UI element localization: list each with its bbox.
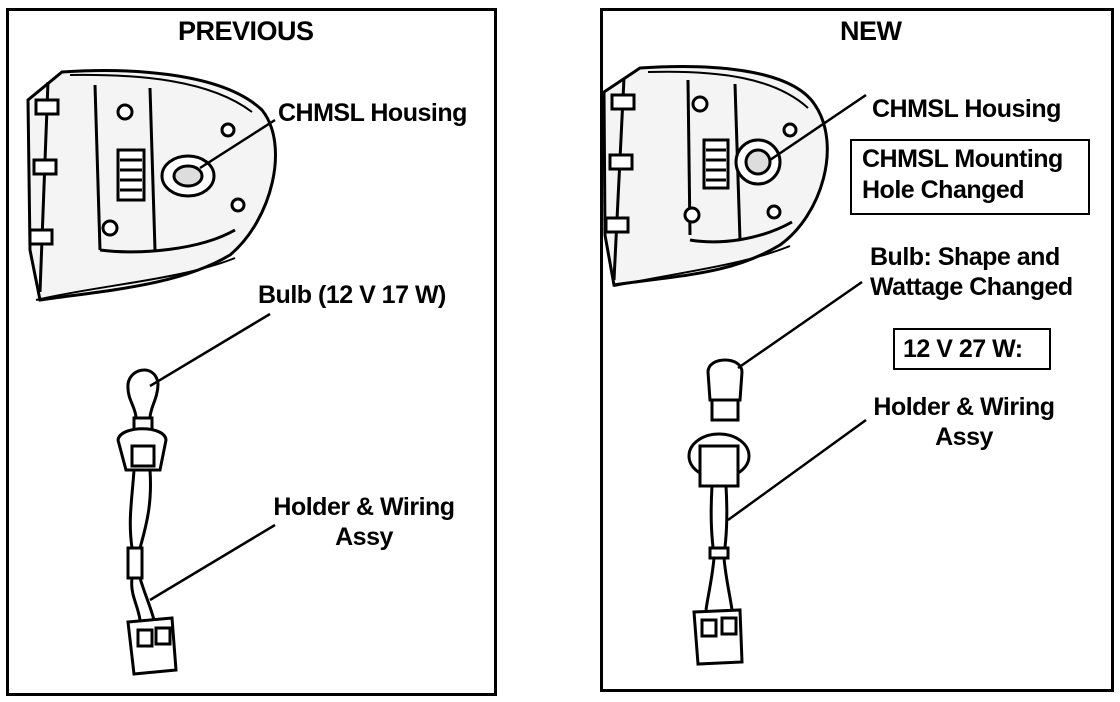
new-mounting-box-line2: Hole Changed xyxy=(862,176,1025,205)
new-holder-label: Holder & Wiring Assy xyxy=(864,392,1064,452)
new-wattage-box-text: 12 V 27 W: xyxy=(903,335,1023,363)
new-wattage-box: 12 V 27 W: xyxy=(893,328,1051,370)
previous-housing-label: CHMSL Housing xyxy=(278,99,467,127)
new-bulb-label: Bulb: Shape and Wattage Changed xyxy=(870,242,1073,302)
previous-holder-label-line2: Assy xyxy=(335,523,393,551)
new-bulb-label-line2: Wattage Changed xyxy=(870,273,1073,301)
previous-title: PREVIOUS xyxy=(178,16,314,46)
new-mounting-box-line1: CHMSL Mounting xyxy=(862,145,1063,173)
previous-bulb xyxy=(126,368,160,432)
new-holder-label-line1: Holder & Wiring xyxy=(873,393,1055,421)
previous-holder-label: Holder & Wiring Assy xyxy=(264,492,464,552)
new-holder-label-line2: Assy xyxy=(935,423,993,451)
new-holder-wiring xyxy=(687,432,751,666)
new-mounting-changed-box: CHMSL Mounting Hole Changed xyxy=(850,139,1090,215)
new-housing-label: CHMSL Housing xyxy=(872,95,1061,123)
previous-bulb-label: Bulb (12 V 17 W) xyxy=(258,281,446,309)
previous-holder-wiring xyxy=(116,427,178,676)
new-chmsl-housing xyxy=(602,65,829,287)
new-title: NEW xyxy=(840,16,902,46)
new-bulb-label-line1: Bulb: Shape and xyxy=(870,243,1060,271)
previous-holder-label-line1: Holder & Wiring xyxy=(273,493,455,521)
new-bulb xyxy=(706,358,744,422)
previous-chmsl-housing xyxy=(26,69,277,302)
